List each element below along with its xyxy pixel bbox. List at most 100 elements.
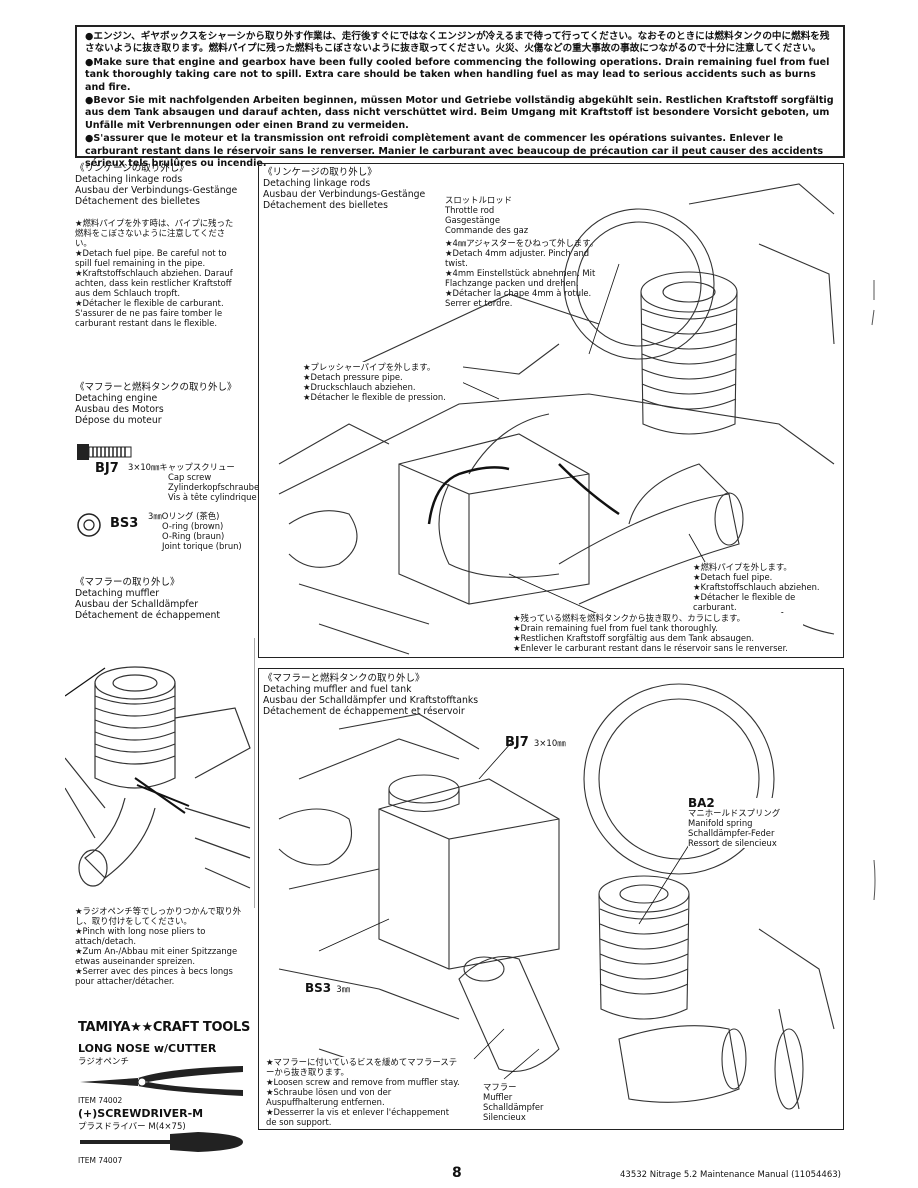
- warning-fr: ●S'assurer que le moteur et la transmiss…: [85, 133, 824, 170]
- screw-note-de: ★Schraube lösen und von der Auspuffhalte…: [266, 1087, 392, 1107]
- heading-de: Ausbau der Schalldämpfer und Kraftstofft…: [263, 695, 479, 706]
- heading-de: Ausbau der Schalldämpfer: [75, 599, 199, 610]
- note-fr: ★Détacher le flexible de carburant. S'as…: [75, 298, 224, 328]
- pliers-note-en: ★Pinch with long nose pliers to attach/d…: [75, 926, 206, 946]
- note-de: ★Kraftstoffschlauch abziehen. Darauf ach…: [75, 268, 233, 298]
- pressure-en: ★Detach pressure pipe.: [303, 372, 403, 382]
- bs3-description: 3㎜Oリング (茶色) O-ring (brown) O-Ring (braun…: [148, 511, 258, 551]
- heading-fr: Détachement de échappement et réservoir: [263, 706, 465, 717]
- long-nose-pliers-icon: [80, 1066, 243, 1096]
- heading-fr: Détachement de échappement: [75, 610, 221, 621]
- warning-jp: ●エンジン、ギヤボックスをシャーシから取り外す作業は、走行後すぐにではなくエンジ…: [85, 31, 830, 55]
- linkage-panel-heading: 《リンケージの取り外し》 Detaching linkage rods Ausb…: [263, 167, 463, 211]
- fuelpipe-de: ★Kraftstoffschlauch abziehen.: [693, 582, 820, 592]
- heading-de: Ausbau der Verbindungs-Gestänge: [263, 189, 426, 200]
- throttle-note-en: ★Detach 4mm adjuster. Pinch and twist.: [445, 248, 590, 268]
- muffler-de: Schalldämpfer: [483, 1102, 544, 1112]
- fuelpipe-en: ★Detach fuel pipe.: [693, 572, 773, 582]
- throttle-rod-label: スロットルロッド Throttle rod Gasgestänge Comman…: [445, 195, 600, 308]
- bs3-de: O-Ring (braun): [162, 531, 225, 541]
- heading-jp: 《マフラーと燃料タンクの取り外し》: [75, 382, 237, 393]
- screwdriver-icon: [80, 1132, 243, 1152]
- ba2-code: BA2: [688, 796, 715, 810]
- throttle-jp: スロットルロッド: [445, 195, 512, 205]
- pressure-de: ★Druckschlauch abziehen.: [303, 382, 416, 392]
- screwdriver-item: ITEM 74007: [78, 1156, 123, 1165]
- throttle-note-fr: ★Détacher la chape 4mm à rotule. Serrer …: [445, 288, 592, 308]
- heading-en: Detaching muffler and fuel tank: [263, 684, 412, 695]
- muffler-jp: マフラー: [483, 1082, 517, 1092]
- fuelpipe-fr: ★Détacher le flexible de carburant.: [693, 592, 796, 612]
- left-linkage-heading: 《リンケージの取り外し》 Detaching linkage rods Ausb…: [75, 163, 255, 207]
- page-number: 8: [452, 1165, 462, 1181]
- craft-tools-brand: TAMIYA★★CRAFT TOOLS: [78, 1020, 251, 1035]
- screwdriver-title: (+)SCREWDRIVER-M: [78, 1107, 204, 1120]
- engine-closeup-illustration: [65, 638, 255, 908]
- screw-note-fr: ★Desserrer la vis et enlever l'échappeme…: [266, 1107, 449, 1127]
- heading-de: Ausbau der Verbindungs-Gestänge: [75, 185, 238, 196]
- fuel-pipe-label: ★燃料パイプを外します。 ★Detach fuel pipe. ★Kraftst…: [693, 562, 838, 612]
- muffler-en: Muffler: [483, 1092, 513, 1102]
- bj7-fr: Vis à tête cylindrique: [168, 492, 257, 502]
- pliers-note-de: ★Zum An-/Abbau mit einer Spitzzange etwa…: [75, 946, 238, 966]
- ba2-callout: BA2 マニホールドスプリング Manifold spring Schalldä…: [688, 796, 838, 848]
- bs3-callout-size: 3㎜: [336, 985, 351, 995]
- throttle-en: Throttle rod: [445, 205, 495, 215]
- screwdriver-jp: プラスドライバー M(4×75): [78, 1122, 186, 1132]
- drain-de: ★Restlichen Kraftstoff sorgfältig aus de…: [513, 633, 755, 643]
- throttle-note-de: ★4mm Einstellstück abnehmen. Mit Flachza…: [445, 268, 596, 288]
- bs3-fr: Joint torique (brun): [162, 541, 242, 551]
- muffler-screw-note: ★マフラーに付いているビスを緩めてマフラーステーから抜き取ります。 ★Loose…: [266, 1057, 461, 1127]
- heading-fr: Détachement des bielletes: [75, 196, 200, 207]
- pliers-item: ITEM 74002: [78, 1096, 123, 1105]
- throttle-note-jp: ★4㎜アジャスターをひねって外します。: [445, 238, 599, 248]
- screw-note-jp: ★マフラーに付いているビスを緩めてマフラーステーから抜き取ります。: [266, 1057, 458, 1077]
- pliers-title: LONG NOSE w/CUTTER: [78, 1042, 217, 1055]
- throttle-fr: Commande des gaz: [445, 225, 529, 235]
- bs3-code: BS3: [110, 516, 139, 531]
- left-fuelpipe-note: ★燃料パイプを外す時は、パイプに残った燃料をこぼさないように注意してください。 …: [75, 218, 239, 328]
- drain-fr: ★Enlever le carburant restant dans le ré…: [513, 643, 788, 653]
- bj7-callout: BJ7 3×10㎜: [505, 731, 566, 750]
- warning-box: ●エンジン、ギヤボックスをシャーシから取り外す作業は、走行後すぐにではなくエンジ…: [75, 25, 845, 169]
- cap-screw-icon: [77, 444, 132, 460]
- left-engine-heading: 《マフラーと燃料タンクの取り外し》 Detaching engine Ausba…: [75, 382, 255, 426]
- linkage-panel: [258, 163, 844, 658]
- heading-en: Detaching muffler: [75, 588, 160, 599]
- bj7-de: Zylinderkopfschraube: [168, 482, 260, 492]
- heading-fr: Dépose du moteur: [75, 415, 162, 426]
- document-id: 43532 Nitrage 5.2 Maintenance Manual (11…: [620, 1170, 841, 1180]
- muffler-panel-heading: 《マフラーと燃料タンクの取り外し》 Detaching muffler and …: [263, 673, 493, 717]
- pliers-note-jp: ★ラジオペンチ等でしっかりつかんで取り外し、取り付けをしてください。: [75, 906, 242, 926]
- heading-jp: 《マフラーと燃料タンクの取り外し》: [263, 673, 425, 684]
- bs3-callout-code: BS3: [305, 981, 332, 995]
- ba2-jp: マニホールドスプリング: [688, 808, 781, 818]
- heading-jp: 《リンケージの取り外し》: [263, 167, 377, 178]
- heading-en: Detaching linkage rods: [263, 178, 371, 189]
- drain-en: ★Drain remaining fuel from fuel tank tho…: [513, 623, 718, 633]
- pressure-pipe-label: ★プレッシャーパイプを外します。 ★Detach pressure pipe. …: [303, 362, 463, 402]
- bj7-code: BJ7: [95, 461, 119, 476]
- heading-en: Detaching engine: [75, 393, 158, 404]
- pliers-note: ★ラジオペンチ等でしっかりつかんで取り外し、取り付けをしてください。 ★Pinc…: [75, 906, 250, 986]
- bj7-en: Cap screw: [168, 472, 212, 482]
- margin-marks: [871, 280, 876, 900]
- bj7-callout-code: BJ7: [505, 735, 529, 750]
- muffler-label: マフラー Muffler Schalldämpfer Silencieux: [483, 1082, 563, 1122]
- warning-en: ●Make sure that engine and gearbox have …: [85, 56, 830, 93]
- ba2-en: Manifold spring: [688, 818, 753, 828]
- muffler-tank-panel: [258, 668, 844, 1130]
- muffler-tank-illustration: [278, 683, 835, 1125]
- pliers-note-fr: ★Serrer avec des pinces à becs longs pou…: [75, 966, 233, 986]
- heading-jp: 《マフラーの取り外し》: [75, 577, 180, 588]
- bj7-jp: 3×10㎜キャップスクリュー: [128, 462, 235, 472]
- ba2-de: Schalldämpfer-Feder: [688, 828, 775, 838]
- left-muffler-heading: 《マフラーの取り外し》 Detaching muffler Ausbau der…: [75, 577, 255, 621]
- note-jp: ★燃料パイプを外す時は、パイプに残った燃料をこぼさないように注意してください。: [75, 218, 234, 248]
- drain-fuel-note: ★残っている燃料を燃料タンクから抜き取り、カラにします。 ★Drain rema…: [513, 613, 803, 653]
- chassis-linkage-illustration: [278, 183, 835, 655]
- pressure-fr: ★Détacher le flexible de pression.: [303, 392, 446, 402]
- throttle-de: Gasgestänge: [445, 215, 501, 225]
- bs3-en: O-ring (brown): [162, 521, 224, 531]
- drain-jp: ★残っている燃料を燃料タンクから抜き取り、カラにします。: [513, 613, 746, 623]
